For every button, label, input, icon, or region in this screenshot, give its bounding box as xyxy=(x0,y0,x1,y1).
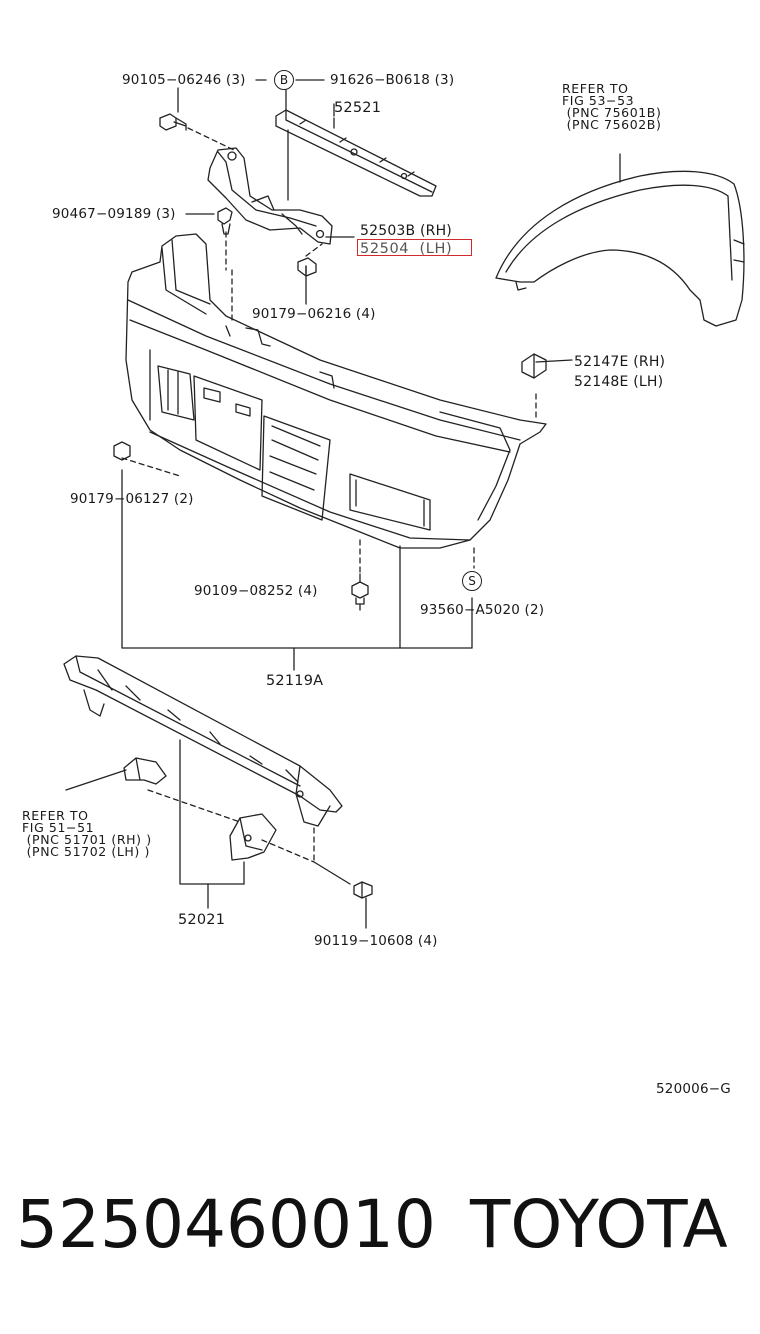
label-52521: 52521 xyxy=(334,100,382,116)
label-90119-10608: 90119−10608 (4) xyxy=(314,933,438,949)
clip-90467 xyxy=(217,207,233,235)
label-93560-a5020: 93560−A5020 (2) xyxy=(420,602,545,618)
label-90109-08252: 90109−08252 (4) xyxy=(194,583,318,599)
clip-52147e xyxy=(521,353,547,379)
label-90179-06216: 90179−06216 (4) xyxy=(252,306,376,322)
refer-bracket-note: REFER TO FIG 51−51 (PNC 51701 (RH) ) (PN… xyxy=(22,808,152,859)
diagram-code: 520006−G xyxy=(656,1081,731,1097)
circle-s-marker: S xyxy=(462,571,482,591)
circle-b-marker: B xyxy=(274,70,294,90)
label-52503b-rh: 52503B (RH) xyxy=(360,223,452,239)
bumper-reinforcement-52021 xyxy=(63,655,343,827)
label-52119a: 52119A xyxy=(266,673,324,689)
refer-fender-note: REFER TO FIG 53−53 (PNC 75601B) (PNC 756… xyxy=(562,81,662,132)
label-91626-b0618: 91626−B0618 (3) xyxy=(330,72,455,88)
highlight-box xyxy=(357,239,472,256)
bolt-90109 xyxy=(351,573,369,605)
bolt-90105 xyxy=(159,87,187,131)
front-bumper-cover xyxy=(125,233,547,549)
brand-name: TOYOTA xyxy=(470,1186,728,1263)
label-90105-06246: 90105−06246 (3) xyxy=(122,72,246,88)
upper-support-52521 xyxy=(275,109,437,197)
bracket-lower xyxy=(229,813,277,861)
label-90179-06127: 90179−06127 (2) xyxy=(70,491,194,507)
label-52504-lh-highlighted: 52504 (LH) xyxy=(360,241,453,257)
bolt-90119 xyxy=(313,861,373,899)
label-52021: 52021 xyxy=(178,912,226,928)
part-number: 5250460010 xyxy=(16,1186,436,1263)
bracket-51701 xyxy=(123,757,167,785)
nut-90179-06216 xyxy=(297,257,317,277)
nut-90179-06127 xyxy=(113,441,131,461)
label-90467-09189: 90467−09189 (3) xyxy=(52,206,176,222)
label-52147e-rh: 52147E (RH) xyxy=(574,354,666,370)
label-52148e-lh: 52148E (LH) xyxy=(574,374,664,390)
parts-diagram xyxy=(63,79,745,929)
bumper-bracket-52504 xyxy=(207,147,333,245)
fender xyxy=(495,170,745,327)
